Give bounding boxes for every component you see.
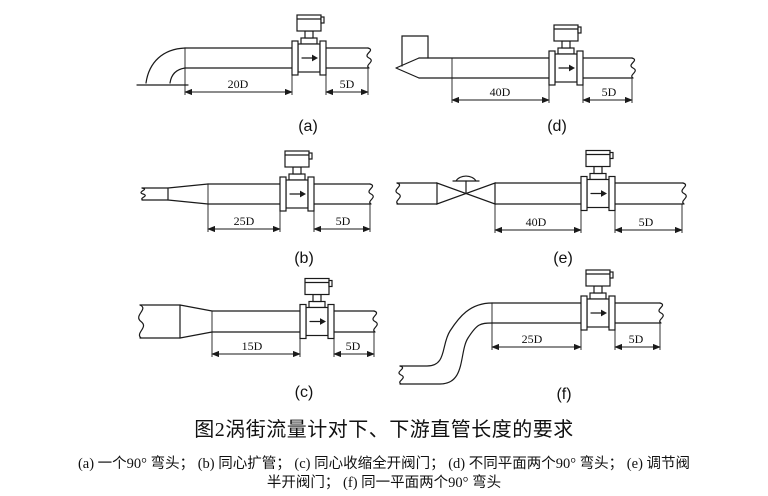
expander-cone bbox=[167, 183, 209, 205]
figure-title: 图2涡街流量计对下、下游直管长度的要求 bbox=[194, 419, 574, 441]
diagram-a: 20D 5D (a) bbox=[136, 14, 372, 135]
s-bend-lower-edge bbox=[399, 322, 493, 385]
upstream-dim-label: 20D bbox=[228, 77, 249, 91]
downstream-dim-label: 5D bbox=[602, 85, 617, 99]
pipe-break-icon bbox=[366, 47, 372, 69]
pipe-break-icon bbox=[395, 182, 401, 205]
upstream-dim-label: 25D bbox=[522, 332, 543, 346]
diagram-f: 25D 5D (f) bbox=[398, 269, 664, 403]
vortex-flowmeter bbox=[580, 269, 616, 331]
elbow-90-inner-curve bbox=[169, 67, 186, 84]
figure-canvas: 20D 5D (a) 40D 5D (d) 25D bbox=[136, 14, 687, 403]
diagram-label: (f) bbox=[556, 386, 571, 403]
diagram-label: (b) bbox=[294, 250, 314, 267]
downstream-dim-label: 5D bbox=[336, 214, 351, 228]
out-of-plane-elbow-stub bbox=[401, 35, 429, 67]
downstream-dim-label: 5D bbox=[639, 215, 654, 229]
pipe-break-icon bbox=[398, 365, 404, 385]
figure-caption-line1: (a) 一个90° 弯头； (b) 同心扩管； (c) 同心收缩全开阀门； (d… bbox=[77, 456, 691, 472]
diagram-b: 25D 5D (b) bbox=[140, 150, 374, 267]
vortex-flowmeter bbox=[299, 277, 335, 340]
vortex-flowmeter bbox=[291, 14, 327, 76]
pipe-pointed-end bbox=[395, 57, 420, 79]
diagram-label: (c) bbox=[295, 384, 314, 401]
diagram-d: 40D 5D (d) bbox=[395, 24, 636, 135]
diagram-c: 15D 5D (c) bbox=[138, 277, 378, 401]
pipe-break-icon bbox=[658, 302, 664, 324]
pipe-break-icon bbox=[368, 183, 374, 205]
downstream-dim-label: 5D bbox=[340, 77, 355, 91]
pipe-break-icon bbox=[630, 57, 636, 79]
pipe-break-icon bbox=[140, 187, 146, 201]
upstream-dim-label: 25D bbox=[234, 214, 255, 228]
diagram-label: (d) bbox=[547, 118, 567, 135]
vortex-flowmeter bbox=[580, 149, 616, 212]
elbow-90-outer-curve bbox=[145, 47, 186, 84]
pipe-break-icon bbox=[138, 304, 145, 339]
valve-handle-icon bbox=[452, 175, 480, 182]
reducer-cone bbox=[179, 304, 213, 339]
downstream-dim-label: 5D bbox=[629, 332, 644, 346]
s-bend-upper-edge bbox=[399, 302, 493, 367]
pipe-break-icon bbox=[372, 310, 378, 333]
diagram-label: (a) bbox=[298, 118, 318, 135]
vortex-flowmeter bbox=[548, 24, 584, 86]
diagram-e: 40D 5D (e) bbox=[395, 149, 687, 267]
upstream-dim-label: 15D bbox=[242, 339, 263, 353]
vortex-flowmeter bbox=[279, 150, 315, 212]
pipe-break-icon bbox=[681, 182, 687, 205]
figure-caption-line2: 半开阀门； (f) 同一平面两个90° 弯头 bbox=[266, 475, 502, 491]
diagram-label: (e) bbox=[553, 250, 573, 267]
upstream-dim-label: 40D bbox=[526, 215, 547, 229]
valve-body-icon bbox=[436, 182, 496, 205]
downstream-dim-label: 5D bbox=[346, 339, 361, 353]
upstream-dim-label: 40D bbox=[490, 85, 511, 99]
